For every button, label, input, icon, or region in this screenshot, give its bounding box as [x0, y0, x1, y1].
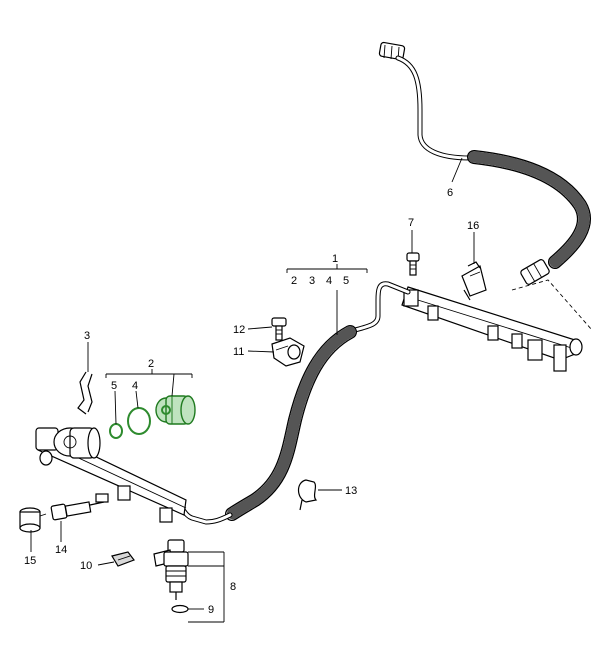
rail-right-end-cap [569, 338, 583, 356]
callout-2: 2 [148, 358, 154, 370]
seal-ring-9 [171, 604, 189, 614]
callout-11: 11 [233, 346, 244, 358]
callout-1: 1 [332, 253, 338, 265]
rail-right-bracket-b [527, 339, 543, 361]
bolt-7 [406, 252, 420, 276]
callout-3: 3 [84, 330, 90, 342]
bolt-12 [271, 317, 287, 341]
callout-16: 16 [467, 220, 479, 232]
line-6-top-fitting [378, 41, 406, 61]
callout-7: 7 [408, 217, 414, 229]
clamp-13 [297, 479, 318, 511]
bracket-11 [271, 337, 305, 367]
cap-15 [19, 507, 47, 533]
fuel-line-6 [378, 41, 593, 331]
callout-10: 10 [80, 560, 92, 572]
callout-6: 6 [447, 187, 453, 199]
clip-3 [77, 371, 93, 415]
fuel-line-1 [177, 281, 411, 525]
callout-8: 8 [230, 581, 236, 593]
callout-1-sub-2: 2 [291, 275, 297, 287]
clamp-16 [461, 261, 487, 301]
callout-13: 13 [345, 485, 357, 497]
callout-labels: 1 2 3 4 5 2 3 4 5 6 7 8 9 10 11 12 13 14… [24, 187, 479, 616]
callout-1-sub-3: 3 [309, 275, 315, 287]
leader-lines [30, 157, 475, 623]
callout-14: 14 [55, 544, 67, 556]
o-ring-4 [127, 407, 151, 435]
callout-1-sub-4: 4 [326, 275, 332, 287]
sensor-14 [50, 493, 109, 521]
callout-4: 4 [132, 380, 138, 392]
line-6-end-fitting [520, 259, 550, 285]
callout-5: 5 [111, 380, 117, 392]
pressure-regulator-2 [155, 395, 196, 425]
callout-12: 12 [233, 324, 245, 336]
pressure-regulator-mounted [53, 427, 101, 459]
clip-10 [111, 551, 135, 567]
callout-1-sub-5: 5 [343, 275, 349, 287]
injector-8 [153, 539, 189, 600]
line-6-pipe [395, 55, 473, 161]
fuel-rail-right [401, 286, 583, 372]
callout-15: 15 [24, 555, 36, 567]
callout-9: 9 [208, 604, 214, 616]
o-ring-5 [109, 423, 123, 439]
